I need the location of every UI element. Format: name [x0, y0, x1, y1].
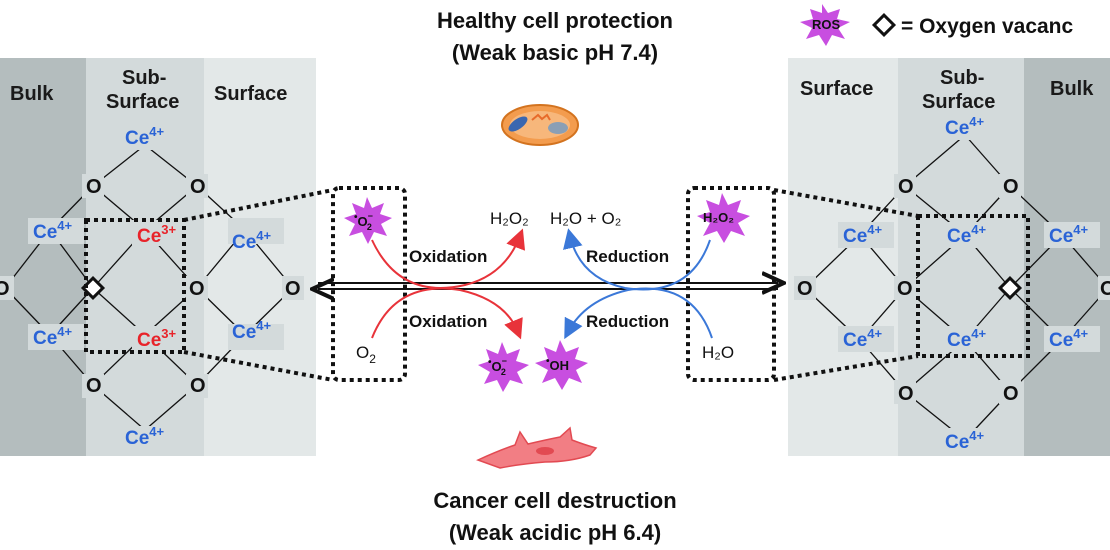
- oxygen-atom: O: [1003, 383, 1019, 405]
- superoxide-ros-label: •O−2: [354, 211, 373, 232]
- legend-ros-star-icon: [800, 4, 850, 46]
- left-surface-band: [204, 58, 316, 456]
- oxygen-atom: O: [898, 176, 914, 198]
- oxygen-vacancy-icon: [997, 275, 1023, 301]
- oxidation-arrow-upper: [371, 228, 526, 289]
- oxygen-atom: O: [797, 278, 813, 300]
- ce4-ion: Ce4+: [1049, 326, 1089, 351]
- cancer-subtitle: (Weak acidic pH 6.4): [449, 520, 661, 545]
- oxidation-label-bottom: Oxidation: [409, 312, 487, 331]
- h2o-reactant: H₂O: [702, 343, 734, 362]
- healthy-subtitle: (Weak basic pH 7.4): [452, 40, 658, 65]
- legend-vacancy-label: = Oxygen vacanc: [901, 15, 1074, 38]
- right-zoom-box: [916, 214, 1030, 358]
- right-sub-label-1: Sub-: [940, 67, 984, 89]
- superoxide-ros-star-icon: [344, 197, 392, 244]
- oxygen-atom: O: [897, 278, 913, 300]
- ce4-ion: Ce4+: [125, 424, 165, 449]
- oxygen-atom: O: [86, 375, 102, 397]
- left-node-backs: [0, 124, 304, 452]
- legend-ros-label: ROS: [812, 17, 841, 32]
- left-bulk-band: [0, 58, 86, 456]
- ce3-ion: Ce3+: [137, 326, 177, 351]
- ce3-ion: Ce3+: [137, 222, 177, 247]
- oxidation-label-top: Oxidation: [409, 247, 487, 266]
- hydroxyl-ros-star-icon: [535, 340, 588, 390]
- oxygen-atom: O: [189, 278, 205, 300]
- oxygen-atom: O: [898, 383, 914, 405]
- ce4-ion: Ce4+: [945, 428, 985, 453]
- ce4-ion: Ce4+: [947, 222, 987, 247]
- ce4-ion: Ce4+: [843, 222, 883, 247]
- ce4-ion: Ce4+: [33, 218, 73, 243]
- right-bulk-band: [1024, 58, 1110, 456]
- h2o2-ros-label: H₂O₂: [703, 210, 734, 225]
- reduction-label-bottom: Reduction: [586, 312, 669, 331]
- ce4-ion: Ce4+: [1049, 222, 1089, 247]
- ce4-ion: Ce4+: [843, 326, 883, 351]
- ce4-ion: Ce4+: [945, 114, 985, 139]
- h2o2-ros-star-icon: [697, 193, 750, 243]
- oxygen-atom: O: [190, 176, 206, 198]
- healthy-title: Healthy cell protection: [437, 8, 673, 33]
- superoxide-product-ros-star-icon: [478, 342, 529, 392]
- ce4-ion: Ce4+: [232, 228, 272, 253]
- ce4-ion: Ce4+: [232, 318, 272, 343]
- ce4-ion: Ce4+: [947, 326, 987, 351]
- h2o2-product: H₂O₂: [490, 209, 529, 228]
- left-bulk-label: Bulk: [10, 83, 54, 105]
- reduction-arrow-lower: [564, 287, 713, 340]
- ce4-ion: Ce4+: [125, 124, 165, 149]
- reduction-arrow-upper: [563, 228, 711, 291]
- right-node-backs: [794, 114, 1110, 454]
- left-sub-label-2: Surface: [106, 91, 179, 113]
- left-zoom-box: [84, 218, 186, 354]
- hydroxyl-ros-label: •OH: [546, 356, 569, 373]
- right-surface-band: [788, 58, 898, 456]
- oxidation-arrow-lower: [371, 287, 523, 340]
- left-surface-label: Surface: [214, 83, 287, 105]
- legend: ROS = Oxygen vacanc: [800, 4, 1074, 46]
- oxygen-atom: O: [1003, 176, 1019, 198]
- superoxide-product-ros-label: •O−2: [488, 356, 507, 377]
- ce4-ion: Ce4+: [33, 324, 73, 349]
- reaction-center: Oxidation Oxidation Reduction Reduction …: [318, 186, 778, 392]
- left-lattice-panel: Bulk Sub- Surface Surface: [0, 58, 316, 456]
- oxygen-atom: O: [190, 375, 206, 397]
- right-bulk-label: Bulk: [1050, 78, 1094, 100]
- oxygen-vacancy-icon: [80, 275, 106, 301]
- right-sub-label-2: Surface: [922, 91, 995, 113]
- o2-reactant: O2: [356, 343, 376, 366]
- right-lattice-panel: Surface Sub- Surface Bulk: [788, 58, 1110, 456]
- cancer-title: Cancer cell destruction: [433, 488, 676, 513]
- cancer-cell-icon: [476, 426, 598, 469]
- left-sub-label-1: Sub-: [122, 67, 166, 89]
- oxygen-atom: O: [285, 278, 301, 300]
- oxygen-atom: O: [86, 176, 102, 198]
- right-surface-label: Surface: [800, 78, 873, 100]
- zoom-connectors: [183, 188, 919, 382]
- reduction-label-top: Reduction: [586, 247, 669, 266]
- oxygen-atom: O: [1100, 278, 1110, 300]
- legend-vacancy-icon: [871, 12, 897, 38]
- healthy-cell-icon: [501, 104, 579, 146]
- oxygen-atom: O: [0, 278, 10, 300]
- h2o-o2-product: H₂O + O₂: [550, 209, 621, 228]
